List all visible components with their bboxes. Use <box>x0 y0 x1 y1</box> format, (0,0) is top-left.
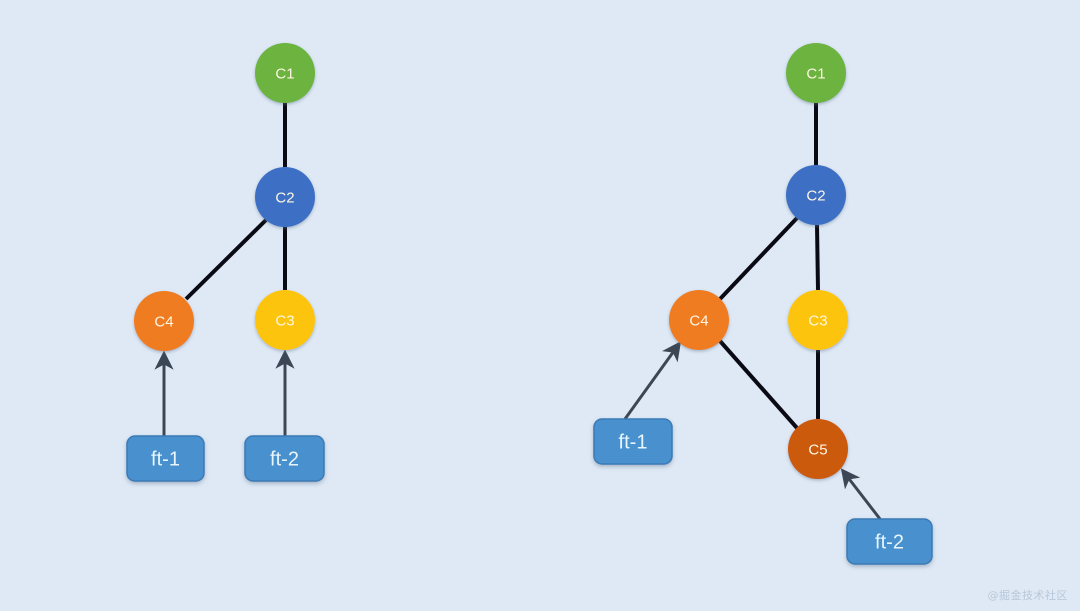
edge-c4-c5 <box>718 339 799 430</box>
branch-box-shape <box>846 518 933 565</box>
arrow-ft2-to-c5 <box>840 468 882 520</box>
edge-c2-c4 <box>718 216 799 301</box>
commit-circle <box>786 43 846 103</box>
commit-circle <box>255 167 315 227</box>
node-c2[interactable]: C2 <box>786 165 846 225</box>
commit-circle <box>786 165 846 225</box>
branch-box-ft-2[interactable]: ft-2 <box>846 518 933 565</box>
branch-box-shape <box>244 435 325 482</box>
edge-c2-c4 <box>184 218 268 301</box>
node-c3[interactable]: C3 <box>255 290 315 350</box>
node-c1[interactable]: C1 <box>786 43 846 103</box>
commit-circle <box>255 290 315 350</box>
watermark-label: @掘金技术社区 <box>987 589 1068 602</box>
node-c4[interactable]: C4 <box>669 290 729 350</box>
edge-c2-c3 <box>815 224 820 291</box>
edges-layer <box>184 103 820 430</box>
node-c5[interactable]: C5 <box>788 419 848 479</box>
node-c3[interactable]: C3 <box>788 290 848 350</box>
commit-circle <box>788 290 848 350</box>
node-c4[interactable]: C4 <box>134 291 194 351</box>
node-c2[interactable]: C2 <box>255 167 315 227</box>
node-c1[interactable]: C1 <box>255 43 315 103</box>
branch-box-shape <box>126 435 205 482</box>
arrow-ft1-to-c4 <box>623 341 682 420</box>
commit-circle <box>134 291 194 351</box>
branch-box-ft-1[interactable]: ft-1 <box>593 418 673 465</box>
commit-circle <box>788 419 848 479</box>
branch-box-shape <box>593 418 673 465</box>
commit-circle <box>255 43 315 103</box>
branch-box-ft-1[interactable]: ft-1 <box>126 435 205 482</box>
arrows-layer <box>154 341 882 520</box>
branch-box-ft-2[interactable]: ft-2 <box>244 435 325 482</box>
commit-circle <box>669 290 729 350</box>
